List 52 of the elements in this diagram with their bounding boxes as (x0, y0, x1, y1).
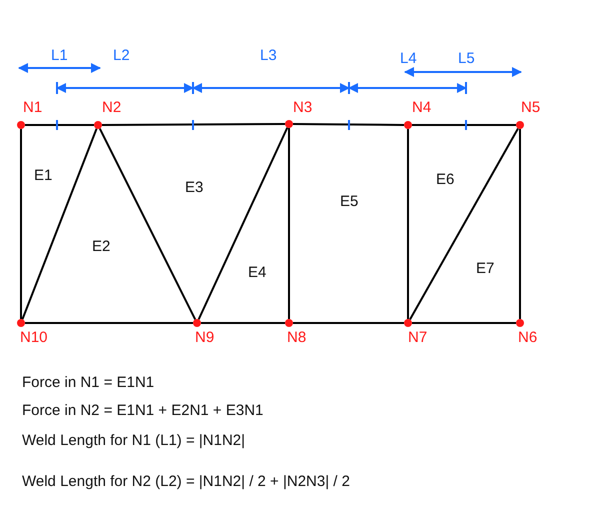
node-label: N5 (521, 100, 540, 115)
joint-dot (404, 319, 412, 327)
node-label: N10 (20, 330, 48, 345)
truss-member (22, 128, 98, 320)
dimension-label: L4 (400, 51, 417, 66)
joint-dot (516, 121, 524, 129)
truss-member (293, 123, 404, 126)
element-label: E5 (340, 194, 358, 209)
truss-member (25, 124, 94, 126)
truss-member (98, 128, 196, 320)
node-label: N2 (102, 100, 122, 115)
truss-member (102, 123, 285, 126)
formula-text: Weld Length for N1 (L1) = |N1N2| (22, 433, 246, 448)
node-label: N6 (518, 330, 538, 345)
joint-dot (516, 319, 524, 327)
node-label: N7 (408, 330, 428, 345)
joint-dot (285, 120, 293, 128)
element-label: E1 (34, 168, 52, 183)
node-label: N4 (412, 100, 432, 115)
formula-text: Force in N2 = E1N1 + E2N1 + E3N1 (22, 403, 264, 418)
truss-member (201, 322, 285, 324)
truss-member (412, 322, 516, 324)
joint-dot (17, 121, 25, 129)
truss-member (288, 128, 290, 319)
element-label: E2 (92, 239, 110, 254)
joint-dot (94, 121, 102, 129)
dimension-label: L3 (260, 48, 277, 63)
joint-dot (285, 319, 293, 327)
node-label: N9 (195, 330, 214, 345)
joint-dot (17, 319, 25, 327)
node-label: N1 (23, 100, 42, 115)
dimension-label: L2 (113, 48, 130, 63)
truss-member (407, 129, 409, 319)
truss-member (20, 129, 22, 319)
formula-text: Force in N1 = E1N1 (22, 375, 154, 390)
truss-member (412, 124, 516, 126)
dimension-label: L5 (458, 51, 475, 66)
element-label: E6 (436, 172, 454, 187)
element-label: E3 (185, 180, 204, 195)
dimension-label: L1 (51, 48, 68, 63)
joint-dot (193, 319, 201, 327)
node-label: N3 (293, 100, 312, 115)
truss-member (25, 322, 193, 324)
truss-member (293, 322, 404, 324)
joint-dot (404, 121, 412, 129)
truss-member (198, 127, 288, 320)
truss-member (409, 128, 519, 320)
node-label: N8 (287, 330, 306, 345)
truss-member (519, 129, 521, 319)
element-label: E7 (476, 261, 494, 276)
element-label: E4 (248, 265, 266, 280)
formula-text: Weld Length for N2 (L2) = |N1N2| / 2 + |N2N3| / 2 (22, 474, 350, 489)
